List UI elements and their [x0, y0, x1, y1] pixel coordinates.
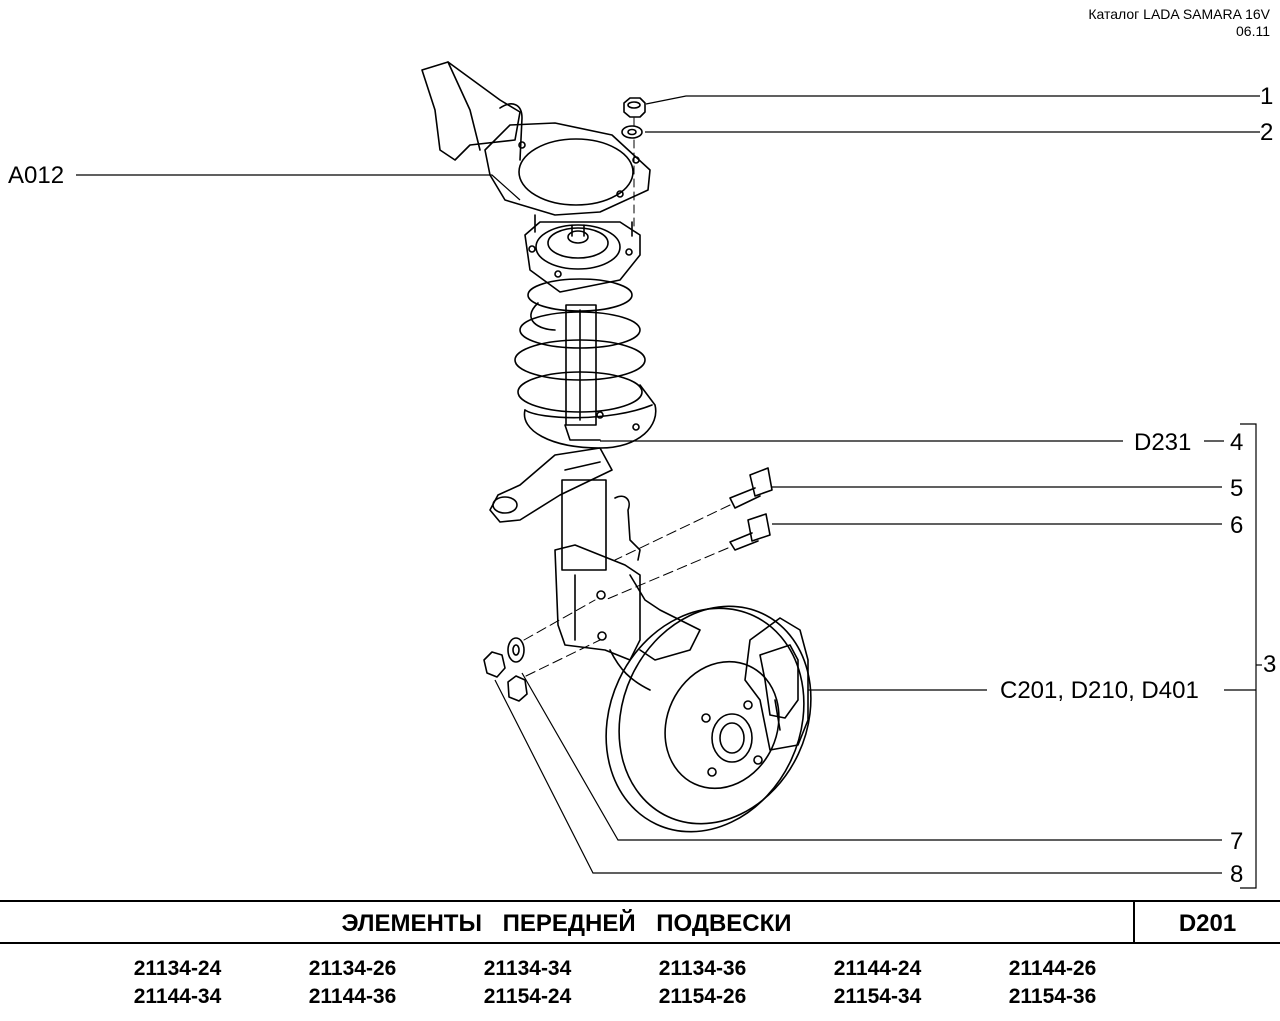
- callout-8: 8: [1230, 861, 1243, 888]
- callout-1: 1: [1260, 83, 1273, 110]
- nut-1: [623, 97, 646, 118]
- model-code: 21144-36: [308, 985, 397, 1008]
- bolt-5: [729, 467, 773, 509]
- callout-d231: D231: [1134, 429, 1191, 456]
- model-code: 21154-34: [833, 985, 922, 1008]
- suspension-diagram: 1 2 3 4 5 6 7 8 A012 D231 C201, D210, D4…: [8, 61, 1276, 889]
- callout-a012: A012: [8, 162, 64, 189]
- steering-arm: [489, 447, 613, 523]
- callout-c201-d210-d401: C201, D210, D401: [1000, 677, 1199, 704]
- callout-4: 4: [1230, 429, 1243, 456]
- model-code: 21144-24: [833, 957, 922, 980]
- section-title: ЭЛЕМЕНТЫ ПЕРЕДНЕЙ ПОДВЕСКИ: [341, 910, 792, 937]
- body-mount-bracket: [421, 61, 651, 216]
- model-code: 21154-26: [658, 985, 747, 1008]
- title-band: ЭЛЕМЕНТЫ ПЕРЕДНЕЙ ПОДВЕСКИ D201: [0, 900, 1280, 944]
- model-code: 21134-36: [658, 957, 747, 980]
- steering-knuckle: [609, 574, 701, 691]
- callout-7: 7: [1230, 828, 1243, 855]
- callout-6: 6: [1230, 512, 1243, 539]
- bolt-6: [729, 513, 771, 551]
- strut-top-mount: [524, 214, 641, 293]
- model-code: 21154-36: [1008, 985, 1097, 1008]
- strut-body: [554, 479, 641, 661]
- brake-disc: [605, 605, 812, 833]
- model-code: 21144-34: [133, 985, 222, 1008]
- coil-spring: [514, 278, 646, 426]
- model-code: 21134-26: [308, 957, 397, 980]
- model-code: 21144-26: [1008, 957, 1097, 980]
- leader-lines: [76, 95, 1262, 889]
- callout-2: 2: [1260, 119, 1273, 146]
- brake-caliper: [744, 617, 809, 751]
- washer-2: [621, 125, 643, 139]
- washer-7: [507, 637, 525, 663]
- catalog-header: Каталог LADA SAMARA 16V 06.11: [1088, 6, 1270, 40]
- section-code: D201: [1133, 902, 1280, 942]
- catalog-date: 06.11: [1236, 23, 1270, 39]
- catalog-title: Каталог LADA SAMARA 16V: [1088, 6, 1270, 22]
- lower-spring-seat: [523, 384, 657, 449]
- nut-8: [483, 651, 528, 702]
- model-code: 21134-34: [483, 957, 572, 980]
- model-code: 21134-24: [133, 957, 222, 980]
- model-code: 21154-24: [483, 985, 572, 1008]
- callout-5: 5: [1230, 475, 1243, 502]
- callout-3: 3: [1263, 651, 1276, 678]
